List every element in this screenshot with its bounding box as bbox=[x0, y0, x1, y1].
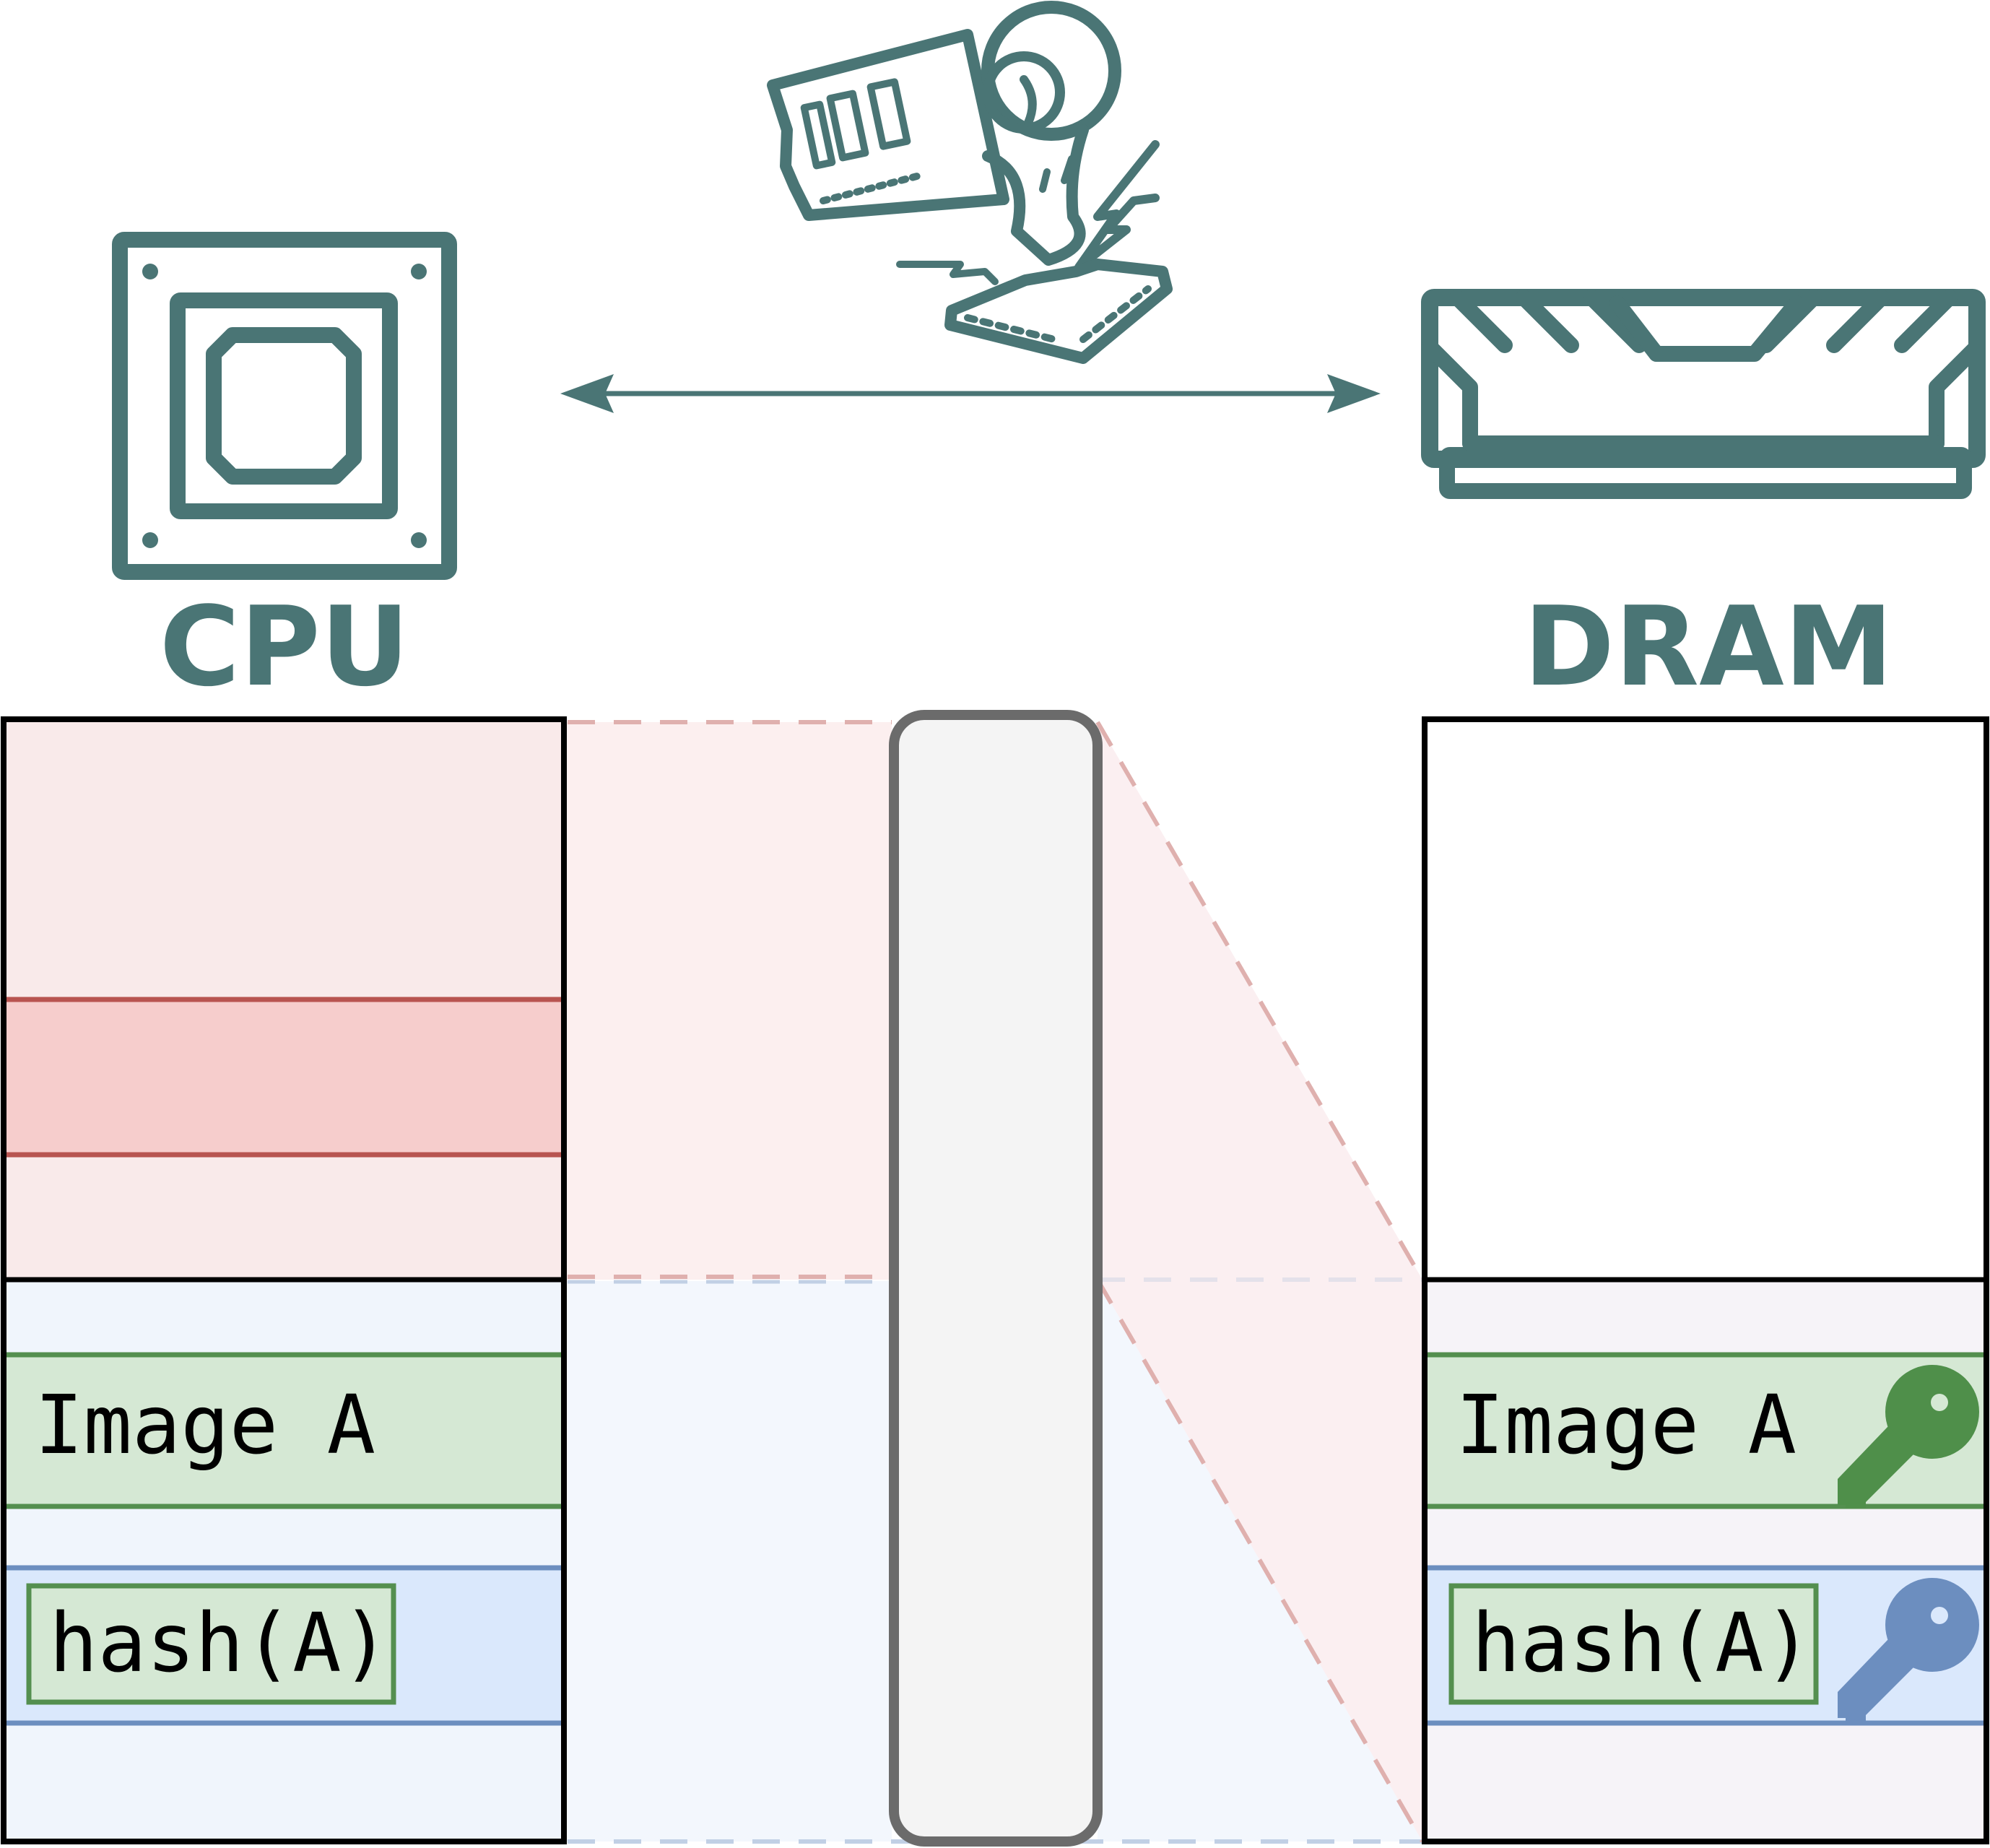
dram-memory-column: Image A hash(A) bbox=[1422, 716, 1989, 1844]
cpu-chip-icon bbox=[112, 232, 457, 580]
dram-empty-region bbox=[1425, 719, 1986, 1280]
projection-area bbox=[566, 720, 1425, 1844]
dashed-diag-upper bbox=[1095, 721, 1425, 1281]
rowhammer-ram-icon bbox=[767, 1, 1173, 364]
bidirectional-arrow-icon bbox=[560, 374, 1381, 413]
green-key-icon bbox=[1838, 1365, 1979, 1508]
cpu-memory-column: Image A hash(A) bbox=[1, 716, 567, 1844]
cpu-red-block bbox=[1, 997, 567, 1158]
cpu-hash-inner bbox=[26, 1583, 396, 1705]
dram-hash-label: hash(A) bbox=[1472, 1597, 1812, 1691]
dashed-diag-lower bbox=[1095, 1278, 1425, 1843]
memory-bus bbox=[889, 710, 1103, 1847]
dram-image-label: Image A bbox=[1456, 1379, 1796, 1472]
red-projection-left bbox=[566, 722, 892, 1280]
blue-projection-left bbox=[566, 1281, 892, 1842]
dram-label: DRAM bbox=[1524, 583, 1893, 711]
blue-key-icon bbox=[1838, 1578, 1979, 1721]
cpu-column-outline bbox=[1, 716, 567, 1844]
cpu-image-label: Image A bbox=[35, 1379, 375, 1472]
dram-hash-inner bbox=[1448, 1583, 1819, 1705]
cpu-label: CPU bbox=[160, 583, 409, 711]
cpu-hash-label: hash(A) bbox=[49, 1597, 390, 1691]
dram-column-outline bbox=[1422, 716, 1989, 1844]
dram-module-icon bbox=[1421, 289, 1986, 499]
